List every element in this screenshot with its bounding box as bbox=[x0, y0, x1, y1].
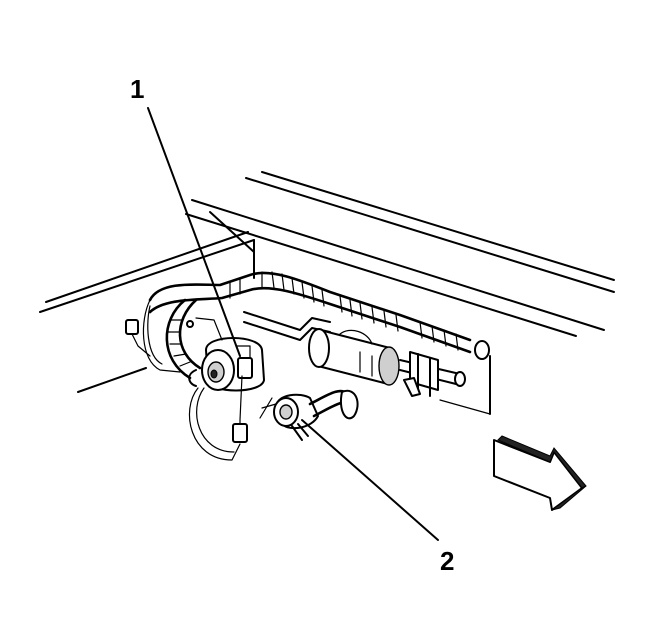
fuel-filter bbox=[308, 328, 400, 386]
frame-rail bbox=[39, 171, 615, 415]
leader-line-2 bbox=[301, 419, 439, 541]
quick-connect-fitting bbox=[259, 389, 359, 441]
callout-label-1: 1 bbox=[130, 74, 144, 104]
callout-label-2: 2 bbox=[440, 546, 454, 576]
fuel-pump-module bbox=[186, 317, 265, 461]
leader-line-1 bbox=[147, 107, 241, 357]
direction-arrow-icon bbox=[493, 435, 587, 511]
wiring-harness bbox=[125, 271, 490, 380]
leader-lines bbox=[147, 107, 439, 541]
mounting-bracket bbox=[403, 351, 439, 397]
